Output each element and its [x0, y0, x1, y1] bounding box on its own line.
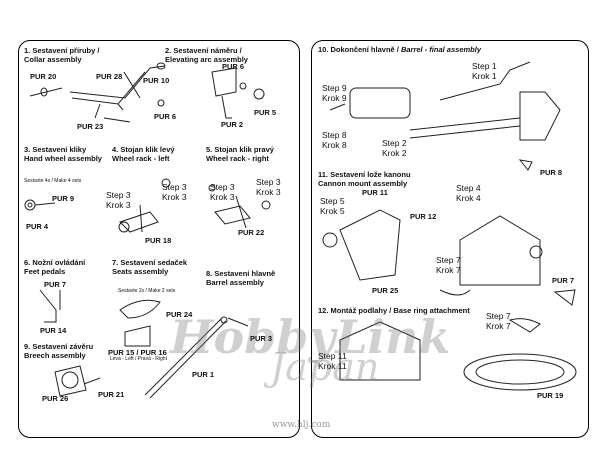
part-pur-8: PUR 8	[540, 168, 563, 177]
part-pur-7-mount: PUR 7	[552, 276, 575, 285]
part-pur-15-16: PUR 15 / PUR 16	[108, 348, 167, 357]
part-pur-26: PUR 26	[42, 394, 69, 403]
section-1-title: 1. Sestavení příruby /Collar assembly	[24, 46, 100, 64]
note-make-4: Sestavte 4x / Make 4 sets	[24, 178, 82, 184]
part-pur-24: PUR 24	[166, 310, 193, 319]
part-pur-5: PUR 5	[254, 108, 277, 117]
part-pur-3: PUR 3	[250, 334, 273, 343]
part-pur-18: PUR 18	[145, 236, 172, 245]
part-pur-12: PUR 12	[410, 212, 437, 221]
note-make-2: Sestavte 2x / Make 2 sets	[118, 288, 176, 294]
part-pur-11: PUR 11	[362, 188, 388, 197]
part-pur-20: PUR 20	[30, 72, 57, 81]
part-pur-23: PUR 23	[77, 122, 104, 131]
part-pur-25: PUR 25	[372, 286, 399, 295]
part-pur-7: PUR 7	[44, 280, 67, 289]
part-pur-10: PUR 10	[143, 76, 170, 85]
part-pur-21: PUR 21	[98, 390, 125, 399]
part-pur-14: PUR 14	[40, 326, 67, 335]
section-12-title: 12. Montáž podlahy / Base ring attachmen…	[318, 306, 470, 315]
part-pur-19: PUR 19	[537, 391, 564, 400]
part-pur-6-arc: PUR 6	[222, 62, 245, 71]
section-10-title: 10. Dokončení hlavně / Barrel - final as…	[318, 45, 481, 54]
left-panel-frame	[18, 40, 300, 438]
part-pur-6-collar: PUR 6	[154, 112, 177, 121]
part-pur-28: PUR 28	[96, 72, 123, 81]
part-pur-22: PUR 22	[238, 228, 265, 237]
note-left-right: Levá - Left / Pravá - Right	[110, 356, 167, 362]
part-pur-2: PUR 2	[221, 120, 244, 129]
part-pur-4: PUR 4	[26, 222, 49, 231]
part-pur-1: PUR 1	[192, 370, 215, 379]
section-2-title: 2. Sestavení náměru /Elevating arc assem…	[165, 46, 248, 64]
part-pur-9: PUR 9	[52, 194, 75, 203]
right-panel-frame	[311, 40, 589, 438]
collar-bar-icon	[29, 87, 63, 97]
